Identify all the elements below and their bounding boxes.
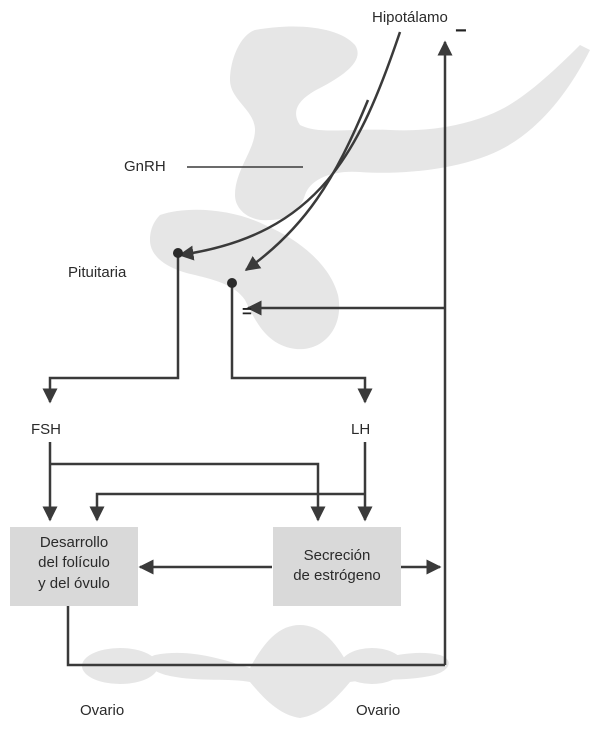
hypothalamus-feedback-sign: − <box>455 20 467 42</box>
gnrh-curve-to-fsh-cell <box>178 31 402 261</box>
hypothalamus-label: Hipotálamo <box>372 9 448 26</box>
fsh-label: FSH <box>31 421 61 438</box>
estrogen-box-line-2: de estrógeno <box>293 567 381 585</box>
gnrh-curve-to-lh-cell <box>244 99 370 272</box>
fsh-cell-dot <box>173 248 183 258</box>
gnrh-label: GnRH <box>124 158 166 175</box>
fsh-pathway <box>42 253 180 404</box>
lh-pathway <box>230 283 373 404</box>
hypothalamus-silhouette <box>230 26 590 221</box>
follicle-development-box: Desarrollo del folículo y del óvulo <box>10 527 138 606</box>
lh-to-follicle <box>89 492 365 522</box>
estrogen-secretion-box: Secreción de estrógeno <box>273 527 401 606</box>
follicle-box-line-3: y del óvulo <box>38 574 110 592</box>
pituitary-silhouette <box>150 209 340 350</box>
lh-cell-dot <box>227 278 237 288</box>
anatomy-background <box>82 26 590 718</box>
ovary-left-label: Ovario <box>80 702 125 719</box>
follicle-box-line-2: del folículo <box>38 554 110 572</box>
fsh-to-estrogen <box>50 462 326 522</box>
pituitary-label: Pituitaria <box>68 264 127 281</box>
estrogen-box-line-1: Secreción <box>303 547 371 564</box>
ovary-feedback-to-follicle <box>60 578 445 667</box>
pituitary-feedback-sign: = <box>242 302 252 321</box>
follicle-box-line-1: Desarrollo <box>39 534 109 551</box>
lh-label: LH <box>351 421 371 438</box>
connectors <box>42 31 453 667</box>
uterus-silhouette <box>147 625 449 718</box>
ovary-right-label: Ovario <box>356 702 401 719</box>
